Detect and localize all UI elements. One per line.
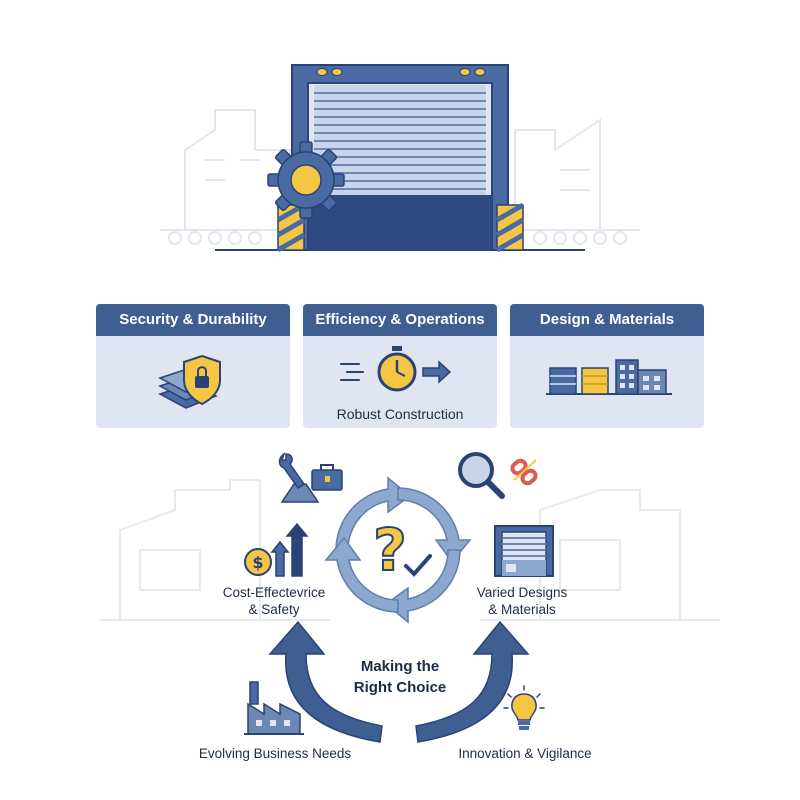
card-security-durability: Security & Durability — [96, 304, 290, 428]
bottom-right-label: Innovation & Vigilance — [458, 746, 592, 761]
card-title: Efficiency & Operations — [303, 304, 497, 336]
stopwatch-icon — [340, 346, 452, 392]
lightbulb-icon — [503, 685, 545, 730]
center-title-line1: Making the — [360, 658, 440, 675]
magnifier-link-icon — [458, 452, 538, 499]
card-design-materials: Design & Materials — [510, 304, 704, 428]
center-title-line2: Right Choice — [353, 679, 447, 696]
wrench-toolbox-icon — [278, 452, 343, 503]
cycle-right-label-line1: Varied Designs — [476, 585, 568, 600]
background-factory-bottom — [100, 479, 720, 621]
bottom-left-label: Evolving Business Needs — [198, 746, 352, 761]
building-materials-icon — [546, 359, 672, 395]
svg-text:$: $ — [252, 553, 263, 572]
door-panel-icon — [494, 525, 554, 577]
factory-icon — [244, 681, 304, 735]
dollar-growth-icon: $ — [244, 522, 309, 577]
curved-arrows — [268, 620, 530, 743]
svg-text:?: ? — [373, 516, 407, 584]
card-efficiency-operations: Efficiency & Operations Robust Construct… — [303, 304, 497, 428]
card-title: Security & Durability — [96, 304, 290, 336]
card-title: Design & Materials — [510, 304, 704, 336]
cycle-right-label-line2: & Materials — [488, 602, 556, 617]
decision-cycle: ? — [324, 476, 472, 624]
rolling-door-illustration — [215, 64, 585, 253]
shield-lock-icon — [158, 354, 221, 409]
cycle-left-label-line2: & Safety — [248, 602, 300, 617]
cycle-left-label-line1: Cost-Effectevrice — [222, 585, 326, 600]
card-caption: Robust Construction — [336, 406, 464, 422]
